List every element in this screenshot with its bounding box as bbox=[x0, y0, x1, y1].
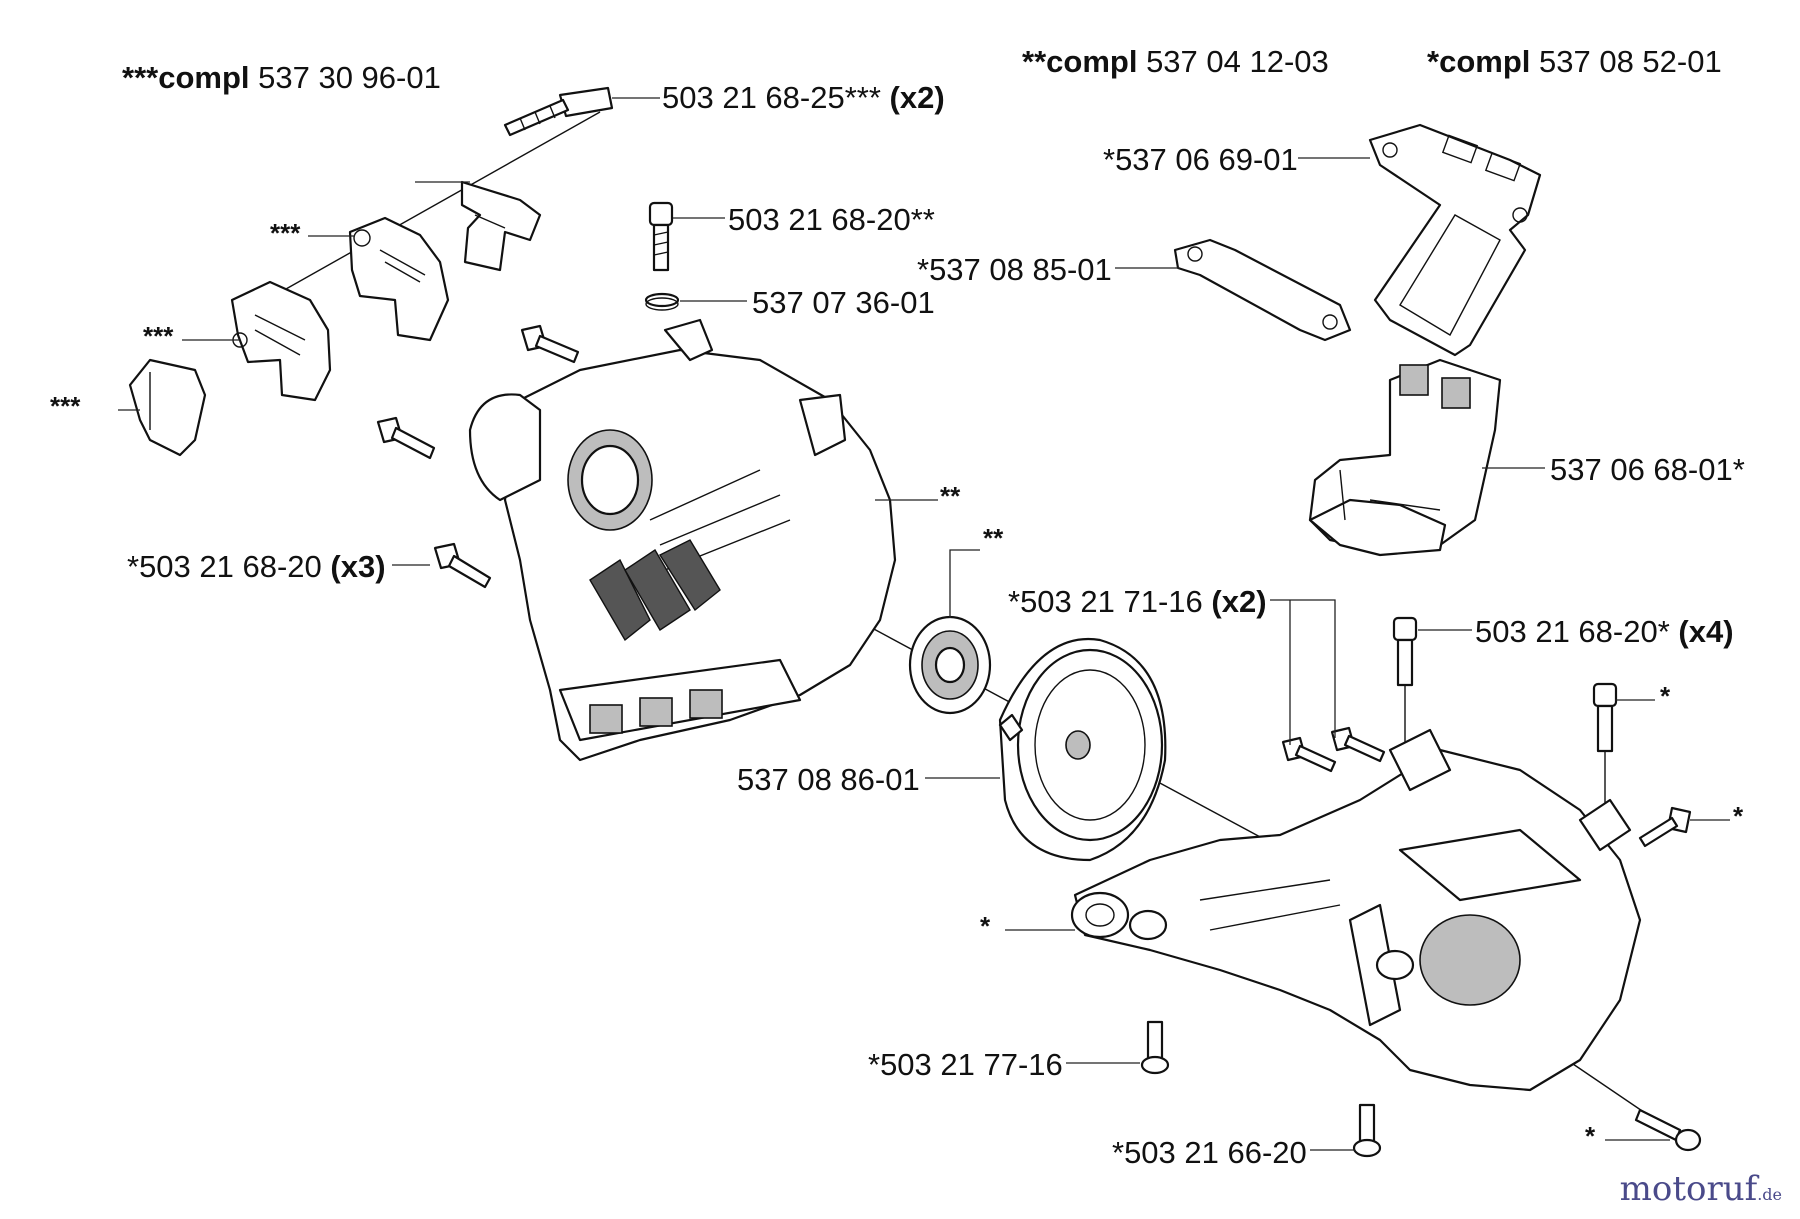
callout-503-21-66-20: *503 21 66-20 bbox=[1112, 1135, 1307, 1170]
kit-header-triple-star: ***compl 537 30 96-01 bbox=[122, 60, 441, 95]
screw-bottom-2 bbox=[1352, 1103, 1382, 1158]
marker-clamp-lower: *** bbox=[143, 321, 174, 351]
callout-503-21-68-20-double: 503 21 68-20** bbox=[728, 202, 935, 237]
callout-537-06-69-01: *537 06 69-01 bbox=[1103, 142, 1298, 177]
kit-header-double-star: **compl 537 04 12-03 bbox=[1022, 44, 1329, 79]
crankcase-half-left bbox=[468, 318, 897, 762]
marker-crankcase-left: ** bbox=[940, 481, 961, 511]
kit-header-single-star: *compl 537 08 52-01 bbox=[1427, 44, 1722, 79]
callout-503-21-68-20-x3: *503 21 68-20 (x3) bbox=[127, 549, 386, 584]
crankcase-half-right bbox=[1070, 728, 1642, 1092]
bearing bbox=[908, 615, 992, 715]
marker-clamp-half: *** bbox=[50, 391, 81, 421]
callout-537-08-86-01: 537 08 86-01 bbox=[737, 762, 920, 797]
screw-bottom-1 bbox=[1140, 1020, 1170, 1075]
clamp-bracket-lower bbox=[230, 280, 332, 402]
marker-clamp-upper: *** bbox=[270, 218, 301, 248]
screw-left-1 bbox=[520, 324, 580, 364]
callout-503-21-68-20-x4: 503 21 68-20* (x4) bbox=[1475, 614, 1734, 649]
screw-left-3 bbox=[433, 542, 492, 589]
callout-537-07-36-01: 537 07 36-01 bbox=[752, 285, 935, 320]
callout-537-08-85-01: *537 08 85-01 bbox=[917, 252, 1112, 287]
gasket-large bbox=[1368, 123, 1542, 357]
cylinder-cover bbox=[1308, 358, 1502, 557]
marker-screw-bottom-right: * bbox=[1585, 1121, 1596, 1151]
clamp-bracket-upper bbox=[348, 216, 450, 342]
callout-503-21-68-25: 503 21 68-25*** (x2) bbox=[662, 80, 945, 115]
spring-washer bbox=[644, 292, 680, 311]
watermark-logo: motoruf.de bbox=[1619, 1169, 1782, 1209]
callout-503-21-71-16: *503 21 71-16 (x2) bbox=[1008, 584, 1267, 619]
flywheel bbox=[998, 637, 1167, 862]
clamp-half-top bbox=[460, 180, 542, 272]
clamp-half-bottom bbox=[128, 358, 207, 457]
gasket-small bbox=[1173, 238, 1352, 342]
screw-right-side bbox=[1638, 806, 1692, 848]
marker-crankcase-right: * bbox=[980, 911, 991, 941]
callout-503-21-77-16: *503 21 77-16 bbox=[868, 1047, 1063, 1082]
leader-lines bbox=[118, 97, 1730, 1151]
screw-top-left bbox=[503, 86, 614, 137]
screw-left-2 bbox=[376, 416, 436, 460]
marker-screw-vertical-right: * bbox=[1660, 681, 1671, 711]
screw-vertical-right bbox=[1592, 682, 1618, 753]
marker-bearing: ** bbox=[983, 523, 1004, 553]
screw-right-pair-1 bbox=[1281, 736, 1337, 773]
screw-top-center bbox=[648, 201, 674, 272]
screw-vertical-center bbox=[1392, 616, 1418, 687]
screw-bottom-right bbox=[1634, 1108, 1702, 1152]
screw-right-pair-2 bbox=[1330, 726, 1386, 763]
marker-screw-right-side: * bbox=[1733, 801, 1744, 831]
assembly-axis-upper bbox=[269, 111, 601, 299]
callout-537-06-68-01: 537 06 68-01* bbox=[1550, 452, 1745, 487]
